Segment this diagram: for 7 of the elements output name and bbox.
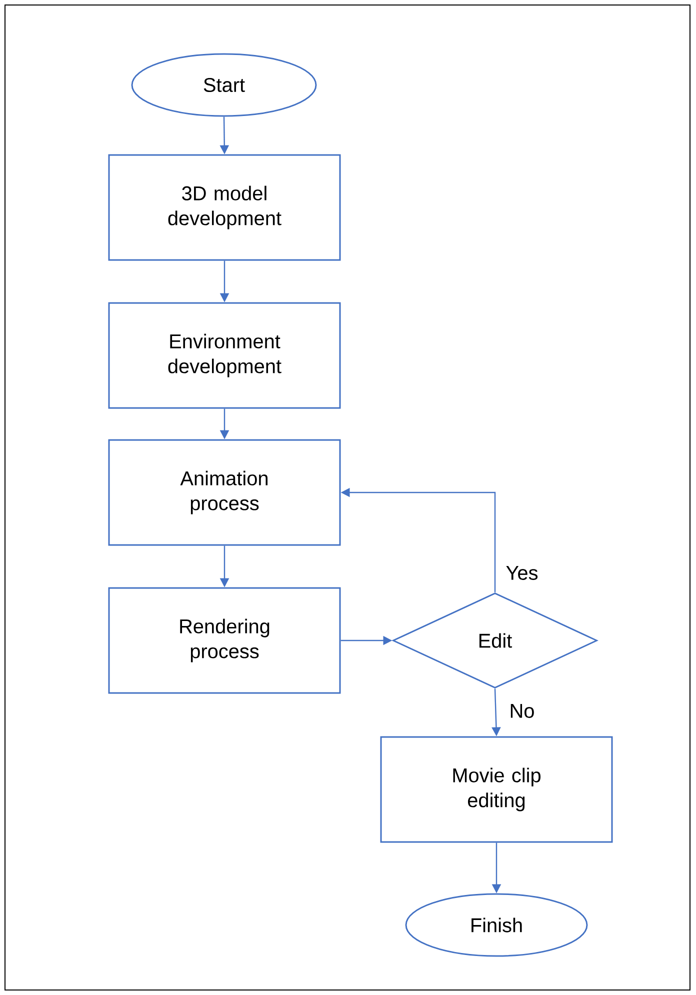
edge-label: Yes xyxy=(504,564,540,582)
process-box: Environment development xyxy=(108,302,341,409)
process-box: Animation process xyxy=(108,439,341,546)
process-box: Rendering process xyxy=(108,587,341,694)
process-box: 3D model development xyxy=(108,154,341,261)
edge-label: No xyxy=(507,702,537,720)
process-box: Movie clip editing xyxy=(380,736,613,843)
